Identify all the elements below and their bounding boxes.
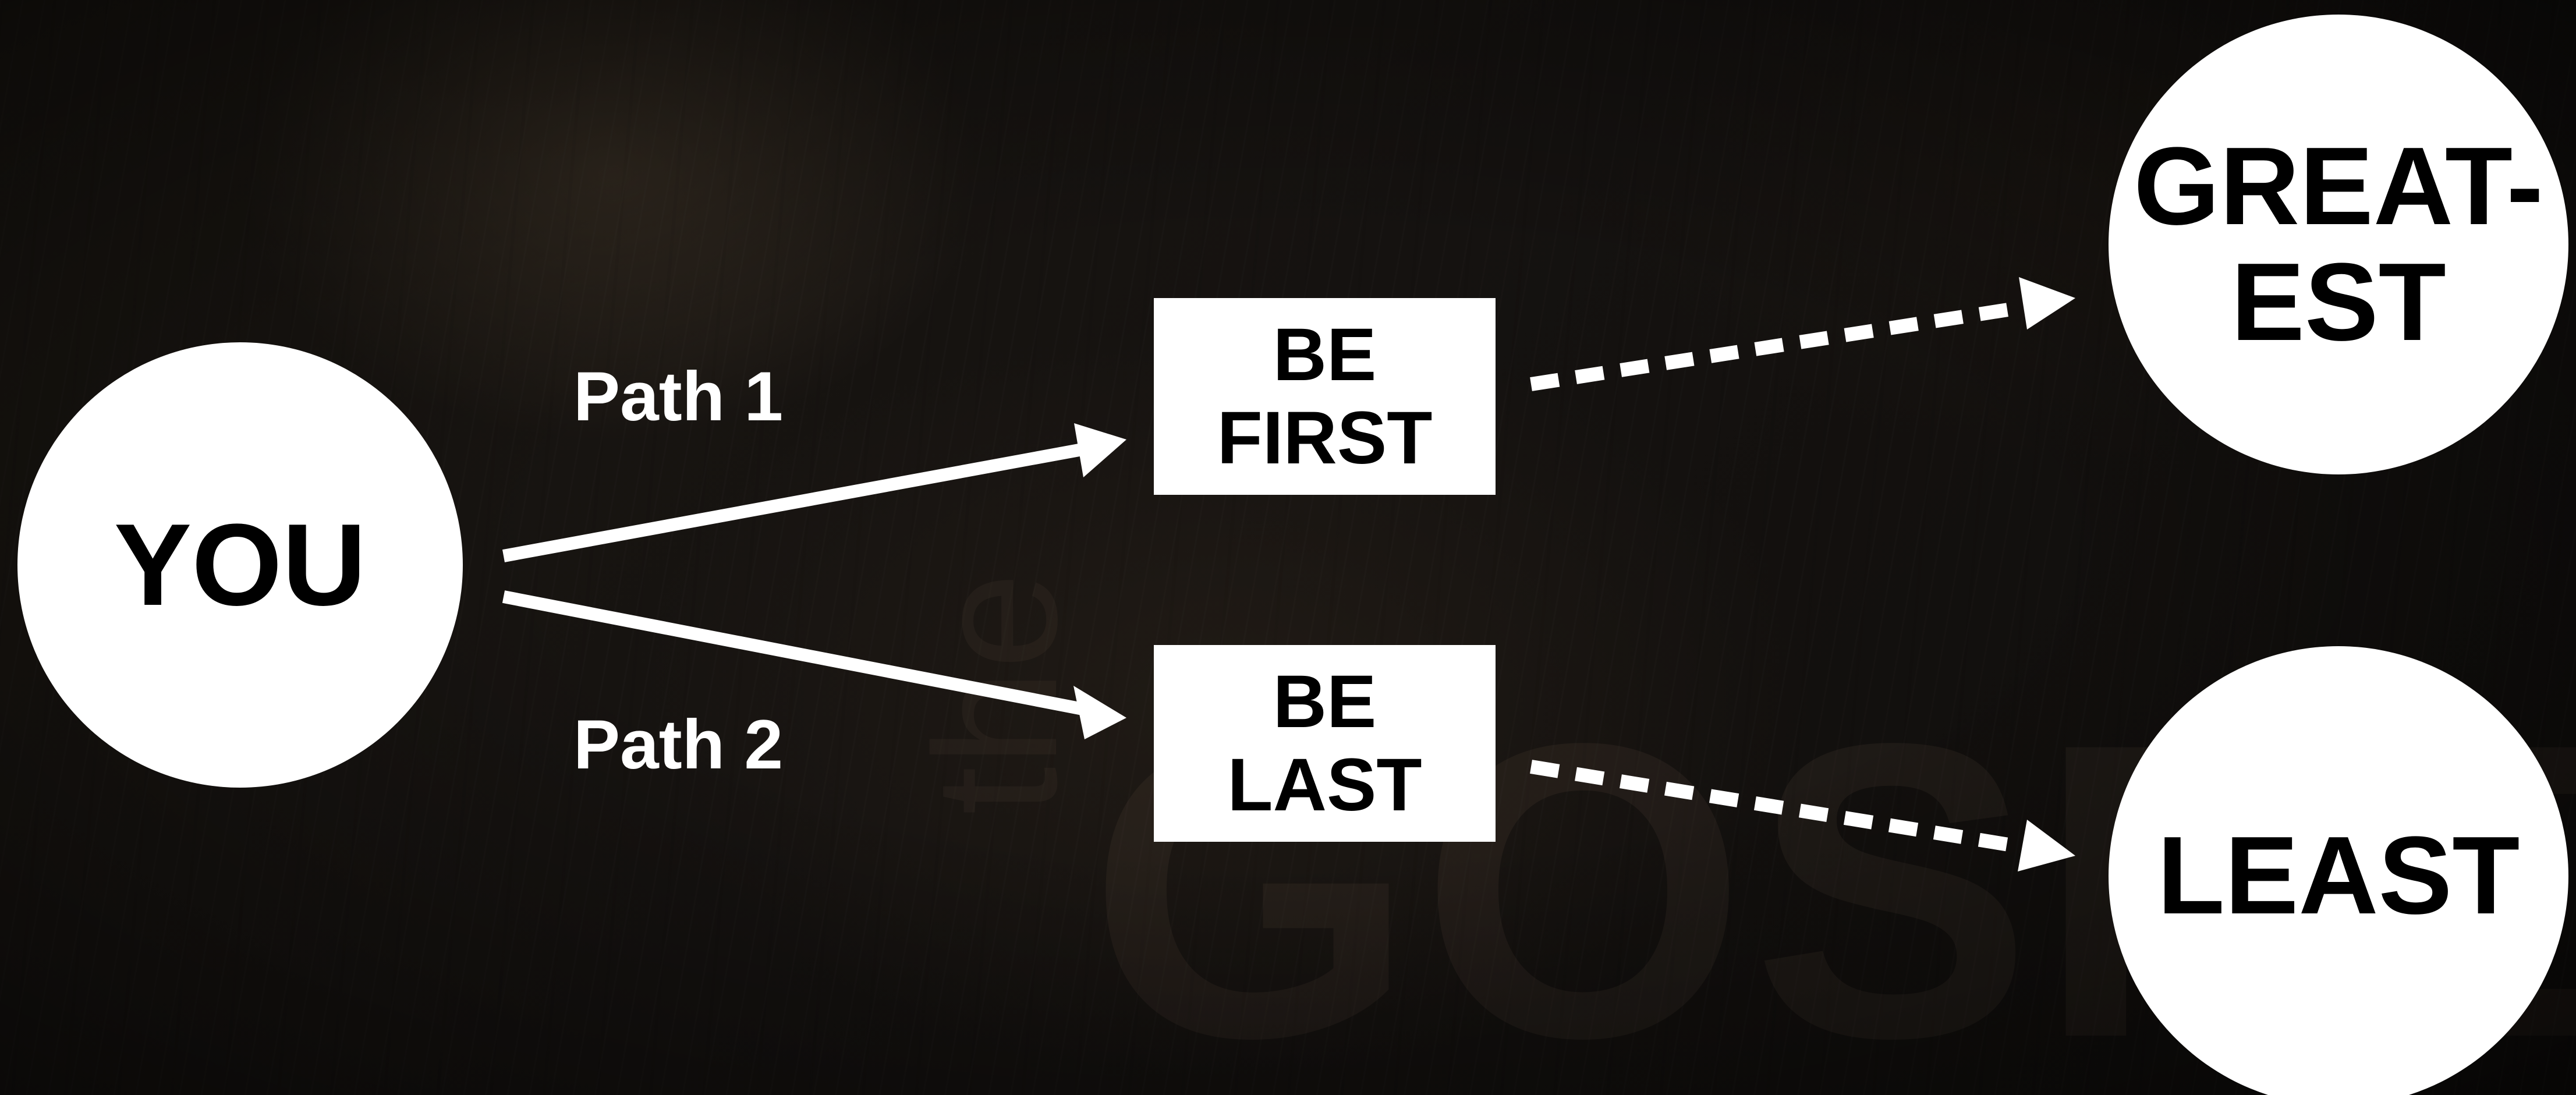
node-greatest-line1: GREAT- [2134, 124, 2543, 248]
node-you-label: YOU [114, 499, 367, 630]
node-least: LEAST [2109, 646, 2568, 1095]
node-be-first: BE FIRST [1154, 298, 1496, 495]
node-be-first-line1: BE [1273, 313, 1377, 396]
node-be-last: BE LAST [1154, 645, 1496, 842]
node-be-first-line2: FIRST [1217, 396, 1433, 480]
arrow-first-to-greatest-line [1530, 300, 2024, 391]
path1-label: Path 1 [573, 357, 784, 435]
node-you: YOU [17, 342, 463, 788]
arrow-first-to-greatest-head [2019, 277, 2075, 329]
node-greatest-line2: EST [2231, 240, 2446, 364]
arrow-last-to-least-head [2018, 820, 2075, 871]
arrow-path1-line [502, 442, 1090, 562]
arrow-path1-head [1074, 423, 1126, 477]
path2-label: Path 2 [573, 706, 784, 784]
node-greatest: GREAT- EST [2109, 15, 2568, 474]
arrow-path2-line [502, 590, 1090, 717]
node-least-label: LEAST [2157, 814, 2520, 938]
arrow-path2-head [1073, 686, 1126, 739]
arrow-last-to-least-line [1530, 760, 2024, 854]
node-be-last-line2: LAST [1227, 743, 1422, 827]
node-be-last-line1: BE [1273, 660, 1377, 743]
